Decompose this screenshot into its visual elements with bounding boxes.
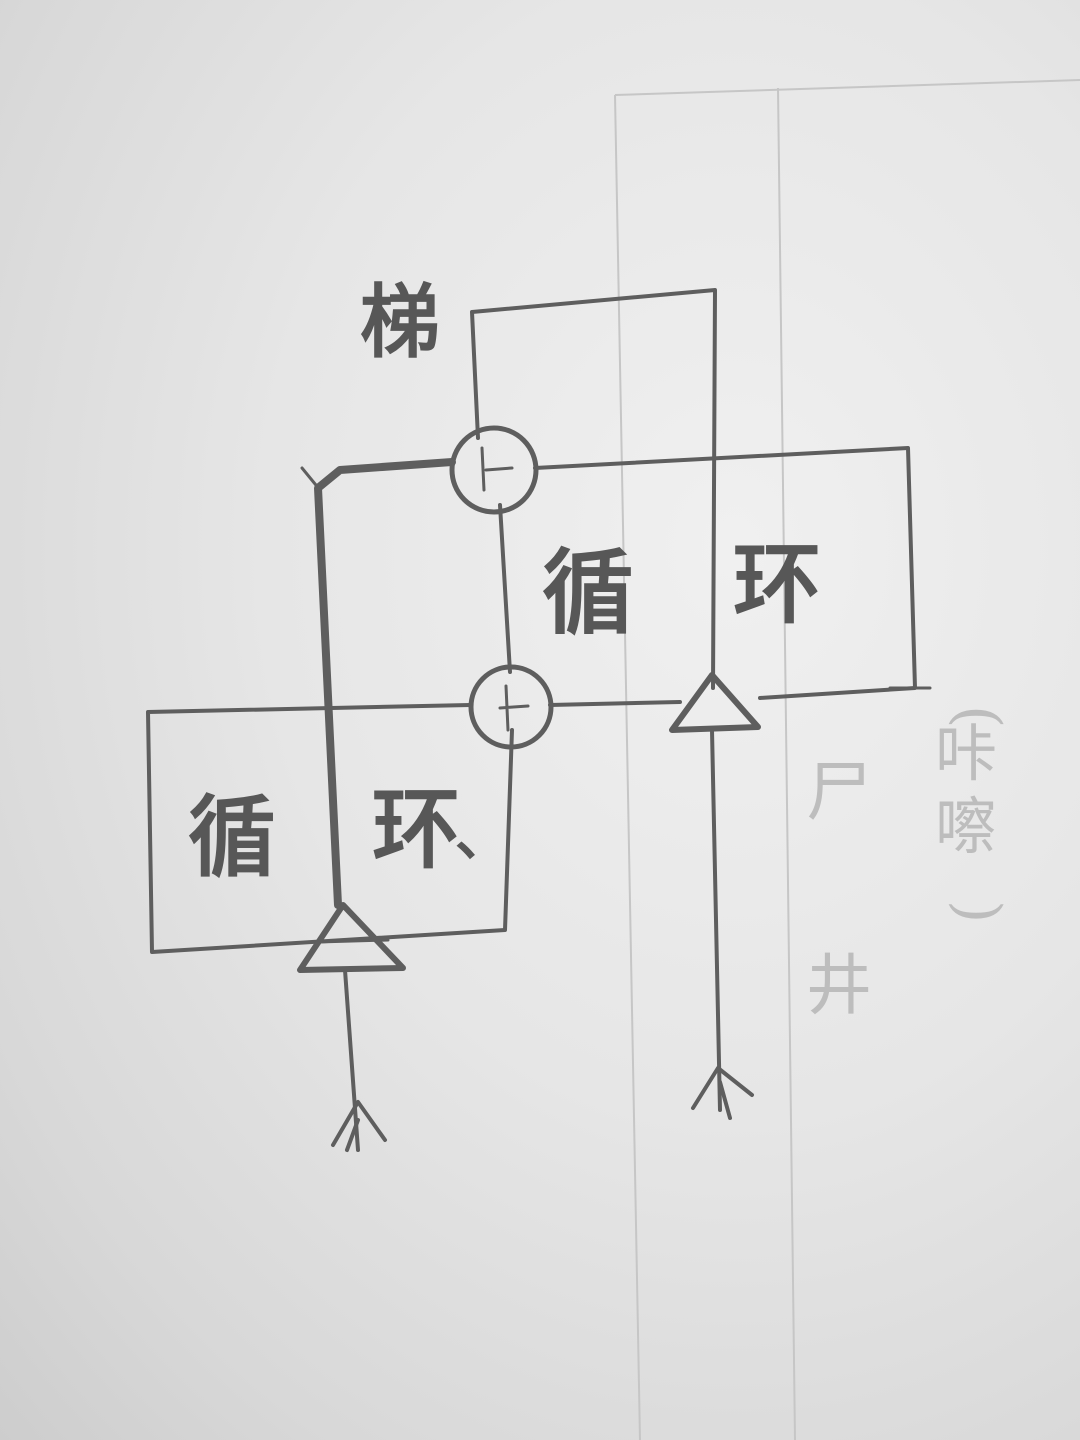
upper-box-char-2: 环	[733, 532, 821, 636]
margin-char-1: 尸	[806, 754, 872, 831]
left-arrow-stem	[331, 968, 387, 1152]
margin-note-char-1: 咔	[935, 717, 997, 790]
lower-box-char-2: 环	[372, 777, 460, 881]
main-pipe-corner	[300, 466, 322, 492]
lower-box-mark: 、	[455, 803, 510, 868]
main-pipe-line	[314, 458, 456, 909]
lower-triangle-marker	[297, 902, 406, 973]
lower-box-char-1: 循	[188, 785, 276, 889]
margin-char-2: 井	[806, 947, 872, 1024]
bypass-loop-line	[470, 288, 717, 690]
upper-box-char-1: 循	[542, 539, 634, 647]
guide-line-top	[614, 79, 1080, 96]
upper-box	[533, 446, 917, 700]
top-label-text: 梯	[360, 275, 440, 369]
upper-triangle-marker	[669, 672, 761, 733]
guide-line-left	[614, 94, 641, 1440]
margin-note-char-2: 嚓	[935, 790, 997, 863]
margin-note-close-paren: )	[943, 900, 1013, 923]
lower-valve-circle	[468, 664, 554, 750]
upper-valve-circle	[449, 425, 539, 515]
upper-box-bottom	[548, 700, 682, 707]
guide-line-middle	[777, 87, 796, 1440]
right-arrow-stem	[691, 728, 754, 1120]
margin-note-open-paren: (	[943, 705, 1013, 728]
paper-guide-lines	[614, 79, 1080, 1440]
circle-link-line	[498, 503, 512, 674]
lower-box	[146, 703, 514, 954]
